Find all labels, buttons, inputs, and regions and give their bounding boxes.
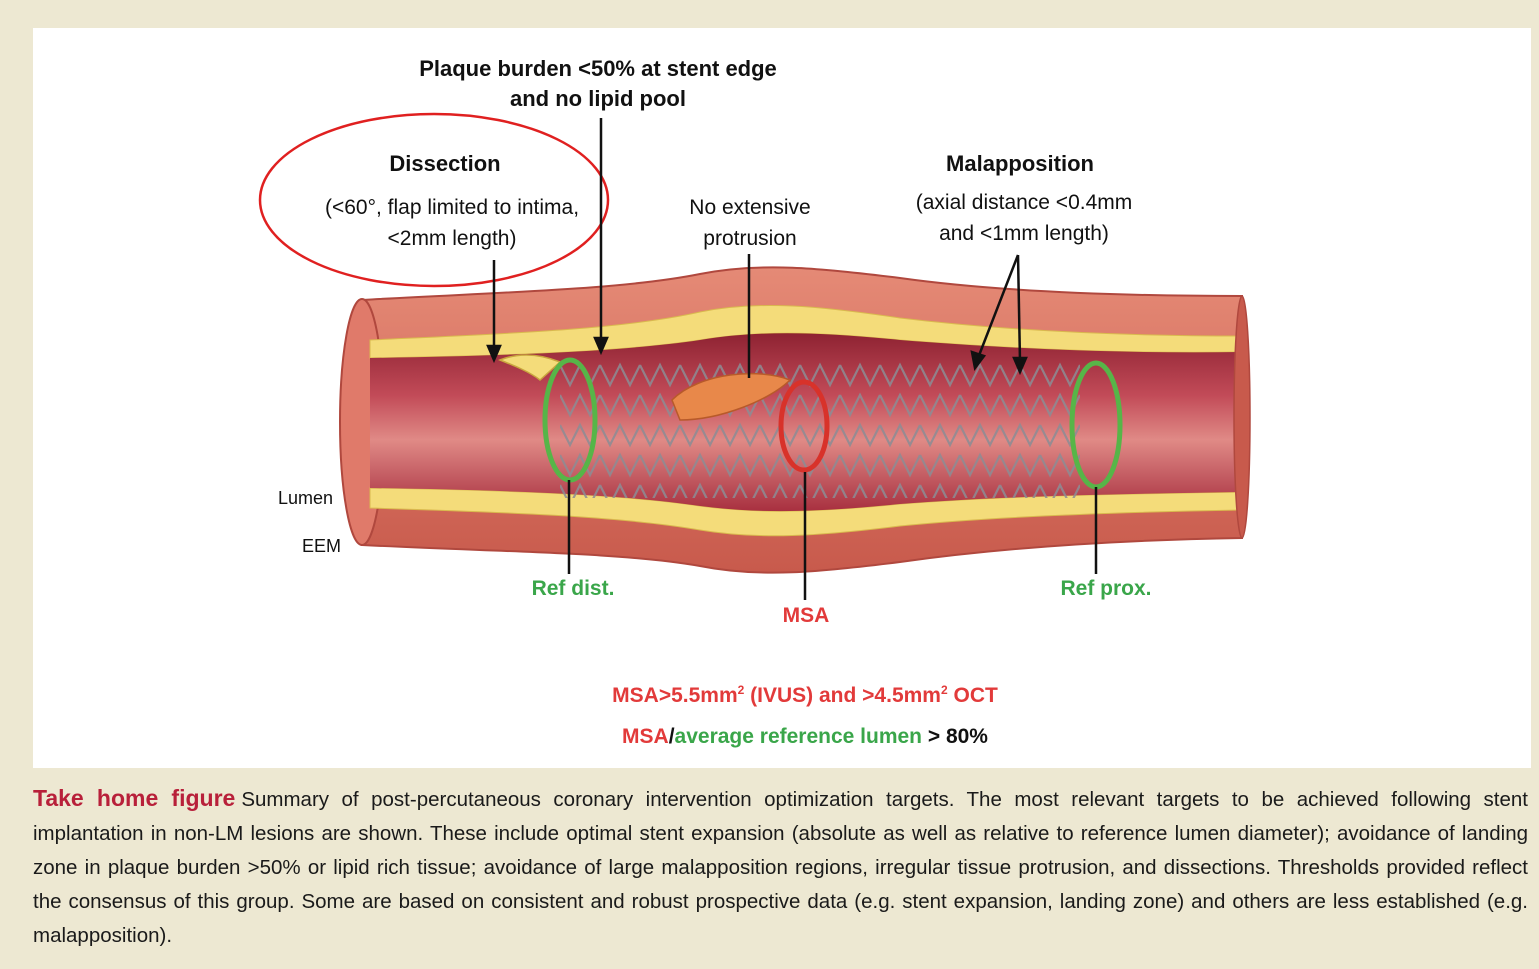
malapposition-criteria: (axial distance <0.4mm and <1mm length) xyxy=(916,187,1133,249)
eem-label: EEM xyxy=(302,536,341,557)
plaque-label-line2: and no lipid pool xyxy=(419,84,777,114)
ratio-msa: MSA xyxy=(622,725,669,748)
stent-mesh xyxy=(560,358,1080,498)
dissection-title: Dissection xyxy=(389,151,500,177)
plaque-burden-label: Plaque burden <50% at stent edge and no … xyxy=(419,54,777,114)
vessel-right-end xyxy=(1234,296,1250,538)
plaque-label-line1: Plaque burden <50% at stent edge xyxy=(419,54,777,84)
ratio-value: > 80% xyxy=(922,725,988,748)
caption-text: Summary of post-percutaneous coronary in… xyxy=(33,788,1528,947)
dissection-criteria: (<60°, flap limited to intima, <2mm leng… xyxy=(325,192,579,254)
protrusion-label: No extensive protrusion xyxy=(689,192,810,254)
msa-threshold-b: (IVUS) and >4.5mm xyxy=(744,684,941,707)
dissection-line2: <2mm length) xyxy=(325,223,579,254)
ref-prox-label: Ref prox. xyxy=(1060,577,1151,601)
protrusion-line1: No extensive xyxy=(689,192,810,223)
lumen-label: Lumen xyxy=(278,488,333,509)
malapposition-line1: (axial distance <0.4mm xyxy=(916,187,1133,218)
msa-threshold-line: MSA>5.5mm2 (IVUS) and >4.5mm2 OCT xyxy=(612,683,998,708)
msa-threshold-c: OCT xyxy=(948,684,998,707)
protrusion-line2: protrusion xyxy=(689,223,810,254)
dissection-line1: (<60°, flap limited to intima, xyxy=(325,192,579,223)
msa-label: MSA xyxy=(783,604,830,628)
ref-dist-label: Ref dist. xyxy=(532,577,615,601)
malapposition-line2: and <1mm length) xyxy=(916,218,1133,249)
msa-threshold-a: MSA>5.5mm xyxy=(612,684,737,707)
malapposition-title: Malapposition xyxy=(946,151,1094,177)
caption-title: Take home figure xyxy=(33,785,235,811)
ratio-ref: average reference lumen xyxy=(675,725,922,748)
msa-ratio-line: MSA/average reference lumen > 80% xyxy=(622,725,988,749)
